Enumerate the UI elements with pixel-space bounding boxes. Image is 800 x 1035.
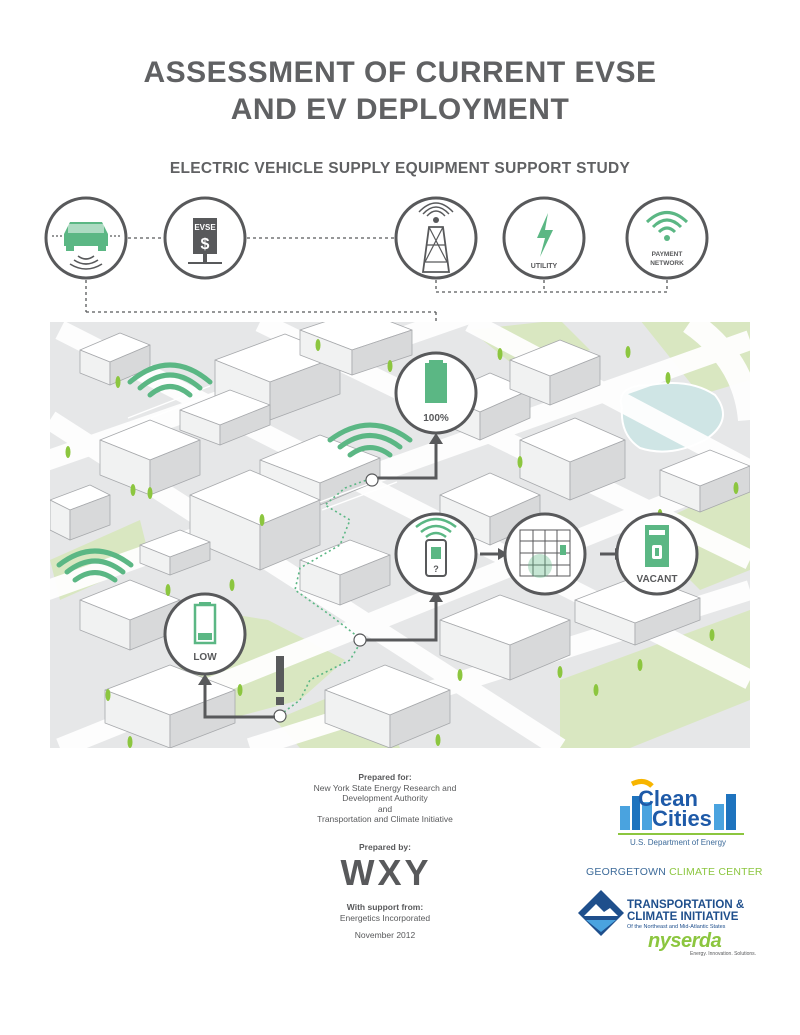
prepared-for-line: Transportation and Climate Initiative (317, 814, 453, 824)
building (299, 539, 391, 606)
battery-low-callout: LOW (163, 592, 247, 676)
wifi-signal-icon (127, 362, 213, 398)
buildings (50, 322, 750, 748)
building (189, 469, 321, 571)
alert-marker (276, 656, 284, 705)
question-mark: ? (433, 564, 439, 574)
payment-label-1: PAYMENT (652, 251, 683, 258)
evse-label: EVSE (194, 223, 216, 232)
prepared-for-block: Prepared for: New York State Energy Rese… (285, 772, 485, 825)
route-markers (273, 473, 379, 723)
building (509, 339, 601, 406)
georgetown-text: GEORGETOWN (586, 866, 666, 878)
utility-lightning-icon: UTILITY (502, 196, 586, 280)
battery-low-label: LOW (193, 652, 217, 663)
building (50, 484, 111, 541)
wxy-logo: WXY (340, 852, 431, 892)
wifi-signal-icon (56, 548, 134, 583)
page-title-line-2: AND EV DEPLOYMENT (230, 93, 570, 126)
car-icon (44, 196, 128, 280)
parking-lots (127, 385, 398, 511)
tci-text-2: CLIMATE INITIATIVE (627, 911, 739, 923)
station-map-callout (503, 512, 587, 596)
nyserda-logo: nyserda (648, 930, 722, 952)
building (104, 664, 236, 748)
support-heading: With support from: (346, 902, 424, 912)
building (139, 529, 211, 576)
building (439, 594, 571, 681)
battery-full-label: 100% (423, 413, 449, 424)
wxy-logo-text: WXY (340, 852, 431, 892)
vacant-station-callout: VACANT (615, 512, 699, 596)
clean-cities-text-1: Clean (638, 786, 698, 811)
cover-illustration: EVSE $ UTILITY PAYMENT NETWORK (44, 196, 750, 748)
utility-label: UTILITY (531, 263, 558, 270)
building (519, 417, 626, 501)
building (299, 322, 413, 376)
phone-app-callout: ? (394, 512, 478, 596)
tci-text-1: TRANSPORTATION & (627, 899, 745, 911)
publication-date: November 2012 (354, 930, 416, 940)
nyserda-tagline: Energy. Innovation. Solutions. (690, 951, 757, 957)
flow-arrows (203, 442, 617, 719)
vacant-label: VACANT (637, 574, 678, 585)
support-block: With support from: Energetics Incorporat… (285, 902, 485, 923)
dollar-symbol: $ (201, 236, 210, 253)
prepared-for-heading: Prepared for: (358, 772, 412, 782)
prepared-by-heading: Prepared by: (359, 842, 411, 852)
clean-cities-logo: Clean Cities (618, 778, 744, 835)
payment-network-icon: PAYMENT NETWORK (625, 196, 709, 280)
georgetown-logo: GEORGETOWN CLIMATE CENTER (586, 866, 763, 878)
building (659, 449, 750, 513)
prepared-for-line: New York State Energy Research and (313, 782, 457, 793)
support-line: Energetics Incorporated (339, 912, 431, 923)
antenna-tower-icon (394, 196, 478, 280)
building (79, 579, 181, 651)
payment-label-2: NETWORK (650, 260, 684, 267)
tci-mountain-icon (578, 890, 624, 936)
page-title-line-1: ASSESSMENT OF CURRENT EVSE (143, 56, 657, 89)
prepared-for-line: Development Authority (342, 793, 428, 803)
building (79, 332, 151, 386)
building (324, 664, 451, 748)
building (99, 419, 201, 496)
prepared-by-block: Prepared by: (285, 842, 485, 853)
building (439, 472, 541, 546)
tci-text-3: Of the Northeast and Mid-Atlantic States (627, 924, 726, 930)
battery-full-callout: 100% (394, 351, 478, 435)
prepared-for-line: and (377, 803, 393, 814)
wifi-signal-icon (327, 422, 413, 458)
climate-center-text: CLIMATE CENTER (665, 866, 763, 878)
evse-charger-icon: EVSE $ (163, 196, 247, 280)
building (179, 389, 271, 446)
page-subtitle: ELECTRIC VEHICLE SUPPLY EQUIPMENT SUPPOR… (169, 160, 631, 177)
clean-cities-text-2: Cities (652, 806, 712, 831)
clean-cities-subtitle: U.S. Department of Energy (630, 838, 727, 847)
